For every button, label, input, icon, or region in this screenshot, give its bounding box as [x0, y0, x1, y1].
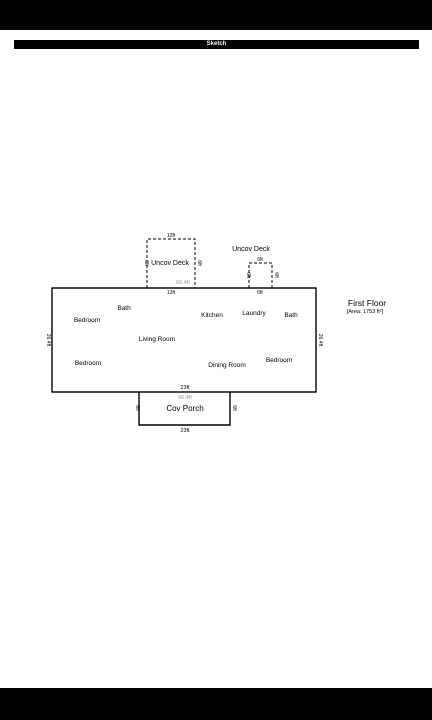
uncov-deck-right-outline: [248, 262, 273, 288]
dim-porch-left: 6ft: [134, 405, 140, 411]
page-background: [0, 30, 432, 688]
dim-deck-left-side-r: 6ft: [196, 260, 202, 266]
sketch-title: Sketch: [206, 41, 227, 47]
dim-porch-bottom: 23ft: [180, 428, 190, 434]
dim-deck-left-bottom: 12ft: [167, 290, 176, 296]
dim-deck-right-side-r: 6ft: [273, 272, 279, 278]
dim-main-right: 26.4ft: [317, 334, 323, 347]
dim-porch-right: 6ft: [231, 405, 237, 411]
floor-name: First Floor: [348, 298, 386, 308]
room-bath-right: Bath: [284, 312, 298, 319]
dim-deck-left-area: 66.4ft: [176, 280, 190, 286]
dim-porch-area: 66.4ft: [178, 395, 192, 401]
floor-area: [Area: 1753 ft²]: [347, 309, 384, 315]
room-laundry: Laundry: [242, 310, 266, 317]
room-kitchen: Kitchen: [201, 312, 223, 319]
dim-deck-right-side-l: 6ft: [245, 272, 251, 278]
room-dining-room: Dining Room: [208, 362, 246, 369]
room-bedroom-right: Bedroom: [266, 357, 292, 364]
room-bath-left: Bath: [117, 305, 131, 312]
room-living-room: Living Room: [139, 336, 175, 343]
dim-deck-right-top: 6ft: [257, 257, 263, 263]
dim-deck-left-side-l: 6ft: [143, 260, 149, 266]
room-cov-porch: Cov Porch: [166, 404, 203, 413]
dim-main-left: 26.4ft: [45, 334, 51, 347]
uncov-deck-left-outline: [146, 238, 196, 288]
room-bedroom-bottom-left: Bedroom: [75, 360, 101, 367]
uncov-deck-left-label: Uncov Deck: [151, 260, 189, 267]
main-house-outline: [51, 287, 317, 393]
dim-deck-left-top: 12ft: [167, 233, 176, 239]
room-bedroom-top: Bedroom: [74, 317, 100, 324]
dim-deck-right-bottom: 6ft: [257, 290, 263, 296]
cov-porch-outline: [138, 392, 231, 426]
dim-main-bottom: 23ft: [180, 385, 190, 391]
sketch-title-bar: Sketch: [14, 40, 419, 49]
uncov-deck-right-label: Uncov Deck: [232, 246, 270, 253]
